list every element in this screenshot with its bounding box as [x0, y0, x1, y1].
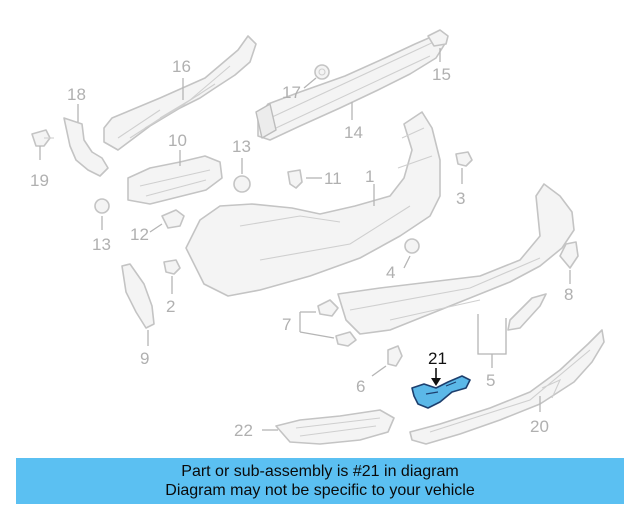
part-12-cap [161, 209, 185, 229]
callout-21: 21 [428, 349, 447, 368]
part-9-side-cover [121, 263, 155, 329]
part-19-bolt [31, 129, 54, 147]
banner-line-1: Part or sub-assembly is #21 in diagram [181, 463, 459, 480]
callout-7: 7 [282, 315, 291, 334]
callout-6: 6 [356, 377, 365, 396]
callout-19: 19 [30, 171, 49, 190]
callout-11: 11 [324, 169, 342, 188]
part-10-guide [127, 155, 223, 205]
callout-12: 12 [130, 225, 149, 244]
callout-14: 14 [344, 123, 363, 142]
part-22-reflector [275, 409, 395, 445]
info-banner: Part or sub-assembly is #21 in diagram D… [16, 458, 624, 504]
part-3-bolt [455, 151, 473, 167]
part-21-bracket-highlighted [411, 375, 471, 409]
part-2-bolt [163, 259, 181, 275]
callout-22: 22 [234, 421, 253, 440]
part-5-valance [337, 183, 575, 335]
part-1-bumper-cover [185, 111, 441, 297]
callout-13-upper: 13 [232, 137, 251, 156]
callout-4: 4 [386, 263, 395, 282]
part-20-diffuser [409, 329, 605, 445]
callout-2: 2 [166, 297, 175, 316]
callout-18: 18 [67, 85, 86, 104]
callout-13-lower: 13 [92, 235, 111, 254]
part-13-nut-upper [233, 175, 251, 193]
callout-16: 16 [172, 57, 191, 76]
callout-15: 15 [432, 65, 451, 84]
part-4-clip [404, 238, 420, 254]
callout-9: 9 [140, 349, 149, 368]
part-14-impact-bar [255, 33, 447, 141]
callout-3: 3 [456, 189, 465, 208]
part-15-bolt [427, 29, 449, 47]
callout-8: 8 [564, 285, 573, 304]
callout-17: 17 [282, 83, 301, 102]
callout-5: 5 [486, 371, 495, 390]
part-17-clip [314, 64, 330, 80]
part-8-cap [559, 241, 579, 269]
part-7-clips [317, 299, 357, 347]
part-11-screw [287, 169, 303, 189]
part-reflector-small [507, 293, 547, 331]
callout-1: 1 [365, 167, 374, 186]
part-13-grommet-lower [94, 198, 110, 214]
callout-20: 20 [530, 417, 549, 436]
banner-line-2: Diagram may not be specific to your vehi… [165, 482, 475, 499]
part-6-bolt [387, 345, 403, 367]
part-18-side-bracket [63, 117, 109, 177]
callout-10: 10 [168, 131, 187, 150]
